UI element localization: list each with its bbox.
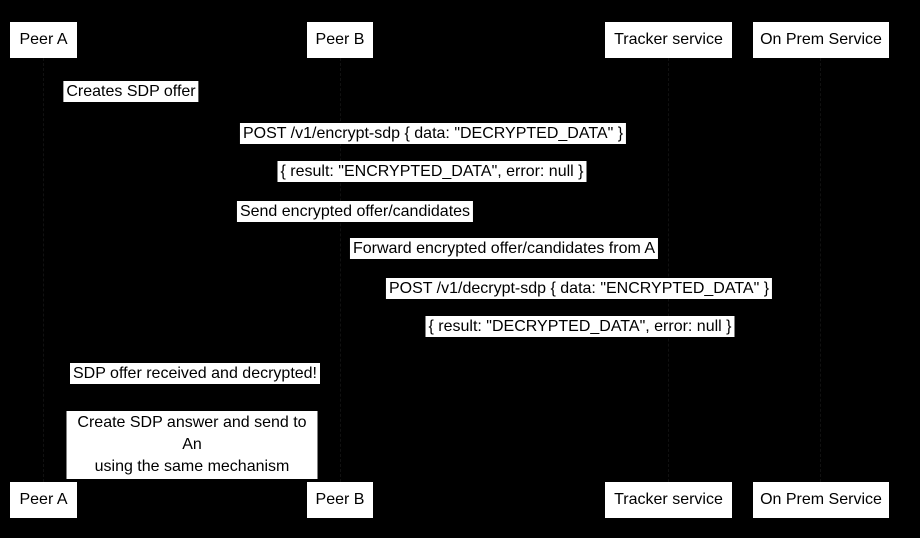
lifeline-tracker-service <box>668 58 669 482</box>
message-send-encrypted-offer: Send encrypted offer/candidates <box>236 201 474 222</box>
message-result-encrypted-data: { result: "ENCRYPTED_DATA", error: null … <box>277 161 587 182</box>
actor-box-tracker-service-top: Tracker service <box>605 22 732 58</box>
note-line-2: using the same mechanism <box>94 458 290 475</box>
actor-box-peer-b-top: Peer B <box>307 22 373 58</box>
actor-box-peer-b-bottom: Peer B <box>307 482 373 518</box>
lifeline-peer-a <box>43 58 44 482</box>
message-forward-encrypted-offer: Forward encrypted offer/candidates from … <box>349 238 659 259</box>
message-post-decrypt-sdp: POST /v1/decrypt-sdp { data: "ENCRYPTED_… <box>385 278 773 299</box>
message-result-decrypted-data: { result: "DECRYPTED_DATA", error: null … <box>425 316 735 337</box>
actor-box-on-prem-service-top: On Prem Service <box>753 22 889 58</box>
message-sdp-offer-received: SDP offer received and decrypted! <box>70 363 320 384</box>
actor-box-peer-a-bottom: Peer A <box>10 482 77 518</box>
note-create-sdp-answer: Create SDP answer and send to An using t… <box>66 411 318 479</box>
lifeline-on-prem-service <box>820 58 821 482</box>
message-post-encrypt-sdp: POST /v1/encrypt-sdp { data: "DECRYPTED_… <box>239 123 627 144</box>
note-line-1: Create SDP answer and send to An <box>77 414 307 453</box>
message-creates-sdp-offer: Creates SDP offer <box>63 81 199 102</box>
actor-box-peer-a-top: Peer A <box>10 22 77 58</box>
actor-box-on-prem-service-bottom: On Prem Service <box>753 482 889 518</box>
actor-box-tracker-service-bottom: Tracker service <box>605 482 732 518</box>
lifeline-peer-b <box>340 58 341 482</box>
